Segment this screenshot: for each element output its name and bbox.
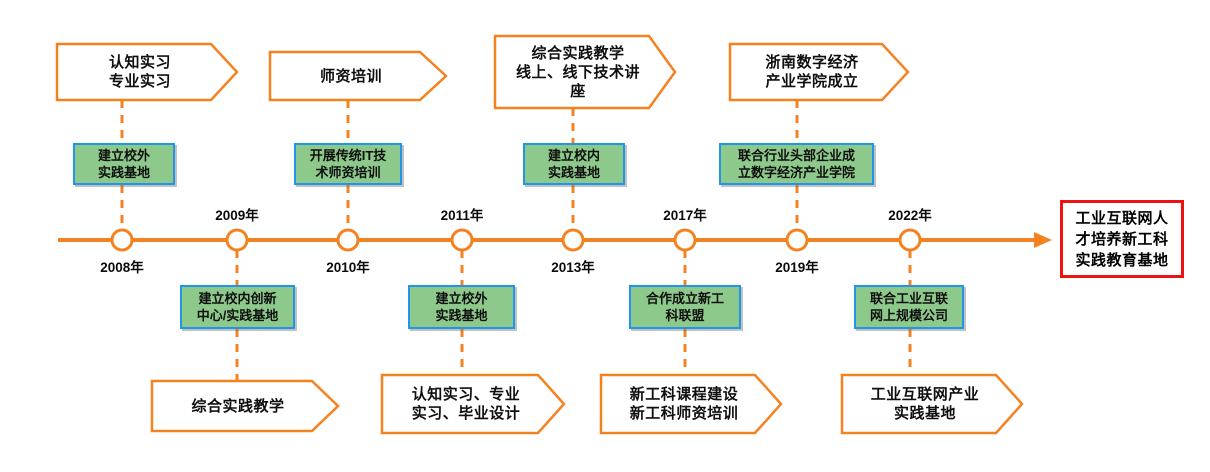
milestone-box-top-3: 联合行业头部企业成 立数字经济产业学院 [719, 143, 874, 185]
phase-banner-top-0: 认知实习 专业实习 [57, 44, 237, 100]
year-label-2019: 2019年 [775, 260, 819, 275]
phase-banner-top-1: 师资培训 [270, 52, 446, 100]
phase-banner-bottom-0: 综合实践教学 [152, 381, 338, 431]
milestone-box-top-1: 开展传统IT技 术师资培训 [294, 143, 402, 185]
year-label-2017: 2017年 [663, 208, 707, 223]
year-label-2022: 2022年 [888, 208, 932, 223]
year-label-2011: 2011年 [440, 208, 484, 223]
phase-banner-label: 认知实习 专业实习 [108, 54, 171, 90]
year-label-2013: 2013年 [551, 260, 595, 275]
phase-banner-label: 师资培训 [319, 67, 382, 85]
phase-banner-bottom-2: 新工科课程建设 新工科师资培训 [601, 375, 781, 433]
milestone-box-bottom-1: 建立校外 实践基地 [408, 285, 515, 329]
phase-banner-label: 新工科课程建设 新工科师资培训 [629, 386, 739, 422]
outcome-box: 工业互联网人 才培养新工科 实践教育基地 [1060, 200, 1184, 278]
phase-banner-label: 综合实践教学 线上、线下技术讲 座 [515, 44, 640, 100]
phase-banner-top-2: 综合实践教学 线上、线下技术讲 座 [495, 36, 675, 108]
milestone-box-bottom-3: 联合工业互联 网上规模公司 [854, 285, 964, 329]
phase-banner-label: 浙南数字经济 产业学院成立 [765, 54, 859, 90]
phase-banner-label: 工业互联网产业 实践基地 [870, 386, 980, 422]
phase-banner-bottom-3: 工业互联网产业 实践基地 [842, 375, 1022, 433]
year-label-2010: 2010年 [326, 260, 370, 275]
phase-banner-label: 综合实践教学 [191, 397, 285, 415]
year-label-2009: 2009年 [215, 208, 259, 223]
milestone-box-bottom-2: 合作成立新工 科联盟 [629, 285, 741, 329]
phase-banner-bottom-1: 认知实习、专业 实习、毕业设计 [382, 375, 564, 433]
milestone-box-bottom-0: 建立校内创新 中心/实践基地 [180, 285, 295, 329]
phase-banner-label: 认知实习、专业 实习、毕业设计 [411, 386, 521, 422]
milestone-box-top-0: 建立校外 实践基地 [73, 143, 175, 185]
milestone-box-top-2: 建立校内 实践基地 [523, 143, 625, 185]
year-label-2008: 2008年 [100, 260, 144, 275]
phase-banner-top-3: 浙南数字经济 产业学院成立 [730, 44, 908, 100]
